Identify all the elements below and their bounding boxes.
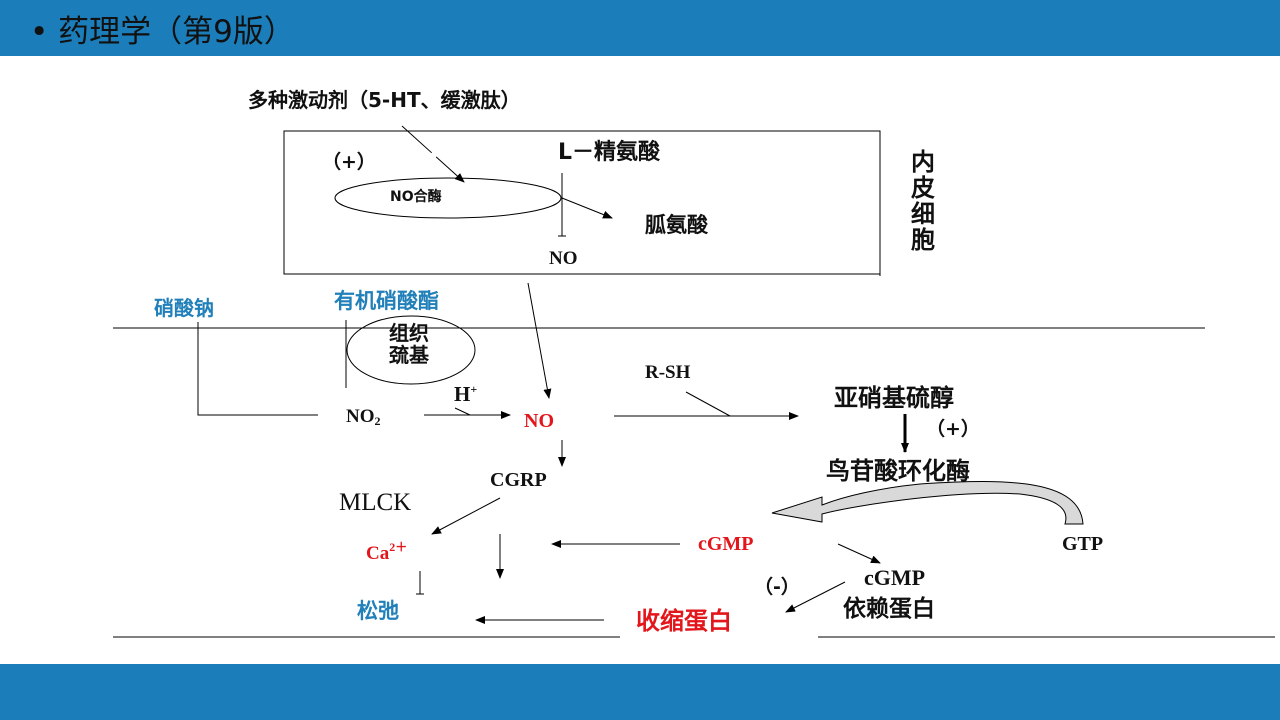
arrow-agonists-to-synthase [401,125,465,183]
no2-subscript: 2 [374,414,381,428]
cgmp-label: cGMP [698,533,754,555]
plus-sign-2: （+） [926,418,980,440]
arrow-dependent-to-contractile [785,581,846,613]
arrow-cgmp-to-dependent [837,543,881,564]
ca-main: Ca [366,543,390,564]
guanylate-cyclase-label: 鸟苷酸环化酶 [826,457,970,485]
tissue-sulfhydryl-ellipse [346,315,476,385]
cgrp-label: CGRP [490,469,547,491]
no2-label: NO2 [346,407,381,427]
plus-sign-1: （+） [322,151,376,173]
h-main: H [454,382,471,406]
slide-title: • 药理学（第9版） [30,14,295,50]
mlck-label: MLCK [339,489,412,516]
gtp-label: GTP [1062,533,1104,555]
rsh-line [685,391,731,417]
tissue-sulfhydryl-label: 组织巯基 [389,321,429,367]
ca-superscript: 2＋ [389,540,408,554]
bottom-banner [0,664,1280,720]
arginine-label: L－精氨酸 [558,140,661,165]
nitroprusside-label: 硝酸钠 [154,296,214,320]
rsh-label: R-SH [645,362,691,383]
line-nitroprusside-to-no2 [197,322,318,416]
calcium-label: Ca2＋ [366,541,407,563]
agonists-label: 多种激动剂（5-HT、缓激肽） [248,88,521,112]
h-plus-tick [454,407,471,416]
nitrosothiol-label: 亚硝基硫醇 [834,384,954,412]
center-no-label: NO [524,410,554,432]
arrow-cgrp-to-ca [431,497,501,535]
endothelium-label: 内皮细胞 [911,148,935,254]
cgmp-dependent-label-1: cGMP [864,565,926,590]
top-banner [0,0,1280,56]
contractile-protein-label: 收缩蛋白 [636,607,732,635]
relaxation-label: 松弛 [357,599,399,623]
organic-nitrate-label: 有机硝酸酯 [334,289,439,313]
no-synthase-label: NO合酶 [390,189,442,205]
inner-no-label: NO [549,248,578,269]
endothelial-cell-box [283,130,881,275]
no2-main: NO [346,406,375,427]
no-synthase-ellipse [334,177,562,219]
cgmp-dependent-label-2: 依赖蛋白 [843,596,935,622]
curved-arrow-gtp-to-cgmp [771,481,1084,525]
minus-sign: （-） [754,576,800,598]
h-superscript: + [470,382,478,396]
arrow-endothelial-no-to-no [527,282,552,399]
citrulline-label: 胍氨酸 [645,213,708,237]
arrow-to-citrulline [561,197,613,219]
h-plus-label: H+ [454,383,477,405]
